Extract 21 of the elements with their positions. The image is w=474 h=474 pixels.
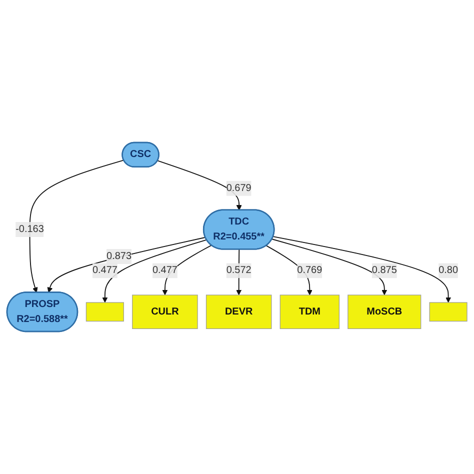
edge-label: 0.572: [226, 265, 252, 276]
edge-label: -0.163: [16, 224, 44, 235]
edge-label: 0.80: [438, 265, 458, 276]
arrow: [102, 239, 208, 303]
arrow: [272, 236, 452, 303]
arrow: [272, 238, 388, 296]
edge-label: 0.477: [92, 265, 118, 276]
edge-label: 0.477: [152, 265, 178, 276]
node-box: [86, 302, 124, 322]
node-box: DEVR: [206, 294, 272, 330]
node-box: MoSCB: [348, 294, 422, 330]
node-box: CULR: [132, 294, 198, 330]
edge-label: 0.875: [372, 265, 397, 276]
edge-label: 0.679: [226, 182, 252, 194]
node-box: [429, 302, 468, 322]
arrow: [47, 236, 206, 293]
edge-label: 0.873: [106, 250, 132, 262]
node-box: TDM: [280, 294, 340, 330]
edge-label: 0.769: [297, 265, 322, 276]
arrow: [157, 160, 242, 210]
arrow: [29, 160, 124, 293]
